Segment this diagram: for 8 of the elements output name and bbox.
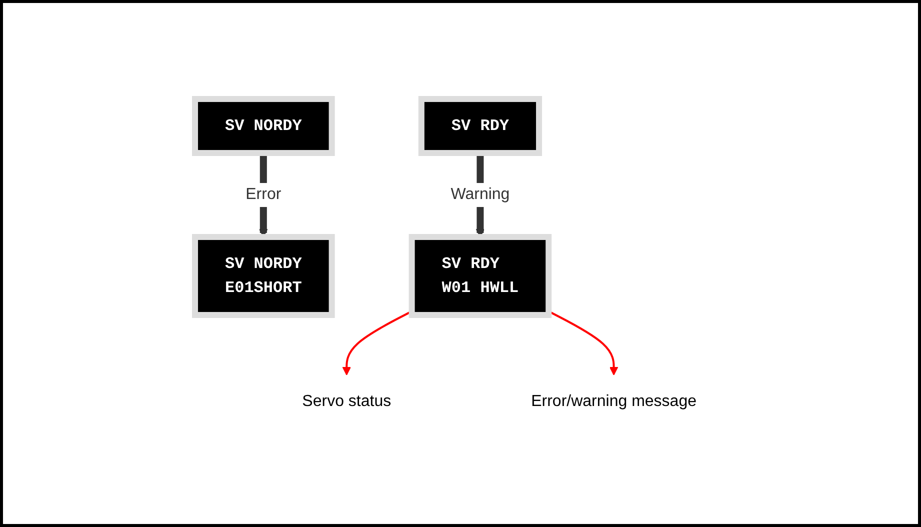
node-text: Servo status	[302, 392, 391, 410]
node-text: Error/warning message	[530, 392, 696, 410]
edge-label: Error	[245, 185, 281, 202]
node-box: SV NORDY E01SHORT	[192, 234, 335, 318]
edge-label: Warning	[450, 185, 510, 202]
node-box: SV RDY	[418, 96, 542, 156]
node-box: SV NORDY	[192, 96, 335, 156]
node-box: SV RDY W01 HWLL	[408, 234, 552, 318]
